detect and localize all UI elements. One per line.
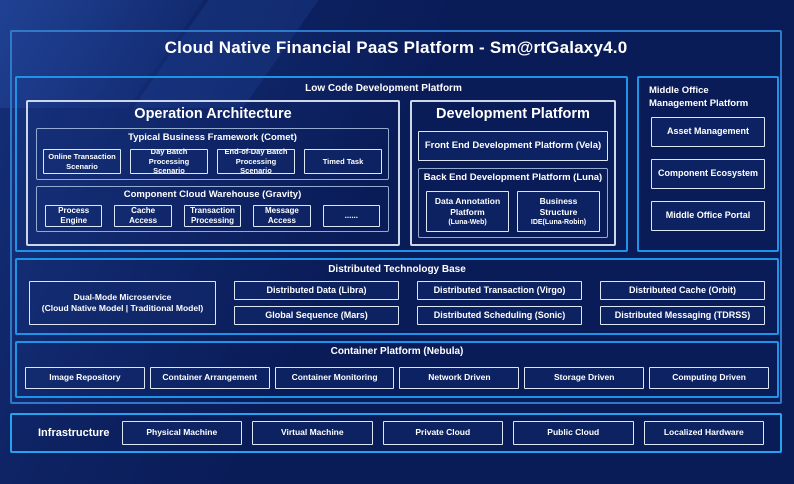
container-platform-item: Container Monitoring [274,367,395,389]
low-code-section-header: Low Code Development Platform [305,83,462,94]
back-end-item-sub-label: IDE(Luna-Robin) [530,219,587,226]
front-end-development-platform: Front End Development Platform (Vela) [418,131,608,161]
container-platform-items: Image Repository Container Arrangement C… [25,367,769,389]
distributed-item: Global Sequence (Mars) [234,306,399,325]
warehouse-item: Transaction Processing [183,205,242,227]
distributed-section-header: Distributed Technology Base [328,264,466,275]
middle-office-item: Component Ecosystem [651,159,765,189]
distributed-column: Distributed Transaction (Virgo) Distribu… [417,281,582,325]
infrastructure-item: Virtual Machine [252,421,373,445]
dual-mode-microservice-box: Dual-Mode Microservice (Cloud Native Mod… [29,281,216,325]
development-platform-title: Development Platform [436,106,590,122]
distributed-technology-base-section: Distributed Technology Base Dual-Mode Mi… [15,258,779,335]
distributed-item: Distributed Scheduling (Sonic) [417,306,582,325]
back-end-development-platform-title: Back End Development Platform (Luna) [423,172,603,183]
typical-business-framework-title: Typical Business Framework (Comet) [128,132,297,143]
container-platform-item: Container Arrangement [149,367,270,389]
distributed-item: Distributed Data (Libra) [234,281,399,300]
back-end-items: Data Annotation Platform (Luna-Web) Busi… [426,191,600,232]
component-cloud-warehouse-box: Component Cloud Warehouse (Gravity) Proc… [36,186,389,232]
distributed-column: Distributed Data (Libra) Global Sequence… [234,281,399,325]
component-cloud-warehouse-title: Component Cloud Warehouse (Gravity) [123,189,302,200]
typical-business-item: Timed Task [304,149,382,174]
container-platform-header: Container Platform (Nebula) [330,346,464,357]
operation-architecture-box: Operation Architecture Typical Business … [26,100,400,246]
back-end-item: Data Annotation Platform (Luna-Web) [426,191,509,232]
page-title: Cloud Native Financial PaaS Platform - S… [164,38,628,57]
back-end-item-label: Business Structure [539,195,578,217]
container-platform-item: Computing Driven [649,367,769,389]
component-cloud-warehouse-items: Process Engine Cache Access Transaction … [45,205,381,227]
infrastructure-section: Infrastructure Physical Machine Virtual … [10,413,782,453]
middle-office-items: Asset Management Component Ecosystem Mid… [651,117,765,231]
middle-office-item: Asset Management [651,117,765,147]
warehouse-item: Message Access [253,205,311,227]
warehouse-item: Cache Access [114,205,172,227]
middle-office-section-header: Middle Office Management Platform [649,85,749,109]
low-code-development-platform-section: Low Code Development Platform Operation … [15,76,628,252]
back-end-item-label: Data Annotation Platform [434,195,501,217]
back-end-development-platform-box: Back End Development Platform (Luna) Dat… [418,168,608,238]
container-platform-item: Network Driven [399,367,520,389]
main-panel: Cloud Native Financial PaaS Platform - S… [10,30,782,404]
dual-mode-line2: (Cloud Native Model | Traditional Model) [41,303,204,313]
distributed-item: Distributed Transaction (Virgo) [417,281,582,300]
typical-business-framework-box: Typical Business Framework (Comet) Onlin… [36,128,389,180]
infrastructure-item: Public Cloud [513,421,634,445]
middle-office-item: Middle Office Portal [651,201,765,231]
infrastructure-item: Localized Hardware [643,421,765,445]
distributed-item: Distributed Cache (Orbit) [600,281,765,300]
distributed-column: Distributed Cache (Orbit) Distributed Me… [600,281,765,325]
infrastructure-item: Private Cloud [382,421,504,445]
infrastructure-item: Physical Machine [121,421,243,445]
container-platform-item: Storage Driven [524,367,645,389]
container-platform-section: Container Platform (Nebula) Image Reposi… [15,341,779,398]
operation-architecture-title: Operation Architecture [134,106,292,122]
typical-business-item: Day Batch Processing Scenario [130,147,208,175]
middle-office-management-platform-section: Middle Office Management Platform Asset … [637,76,779,252]
typical-business-framework-items: Online Transaction Scenario Day Batch Pr… [43,147,382,175]
warehouse-item: ...... [322,205,381,227]
back-end-item: Business Structure IDE(Luna-Robin) [517,191,600,232]
dual-mode-line1: Dual-Mode Microservice [73,291,172,302]
back-end-item-sub-label: (Luna-Web) [448,219,487,226]
distributed-items: Dual-Mode Microservice (Cloud Native Mod… [29,281,765,325]
typical-business-item: End-of-Day Batch Processing Scenario [217,147,295,175]
distributed-item: Distributed Messaging (TDRSS) [600,306,765,325]
infrastructure-label: Infrastructure [38,427,110,439]
container-platform-item: Image Repository [25,367,145,389]
warehouse-item: Process Engine [45,205,103,227]
typical-business-item: Online Transaction Scenario [43,149,121,174]
development-platform-box: Development Platform Front End Developme… [410,100,616,246]
